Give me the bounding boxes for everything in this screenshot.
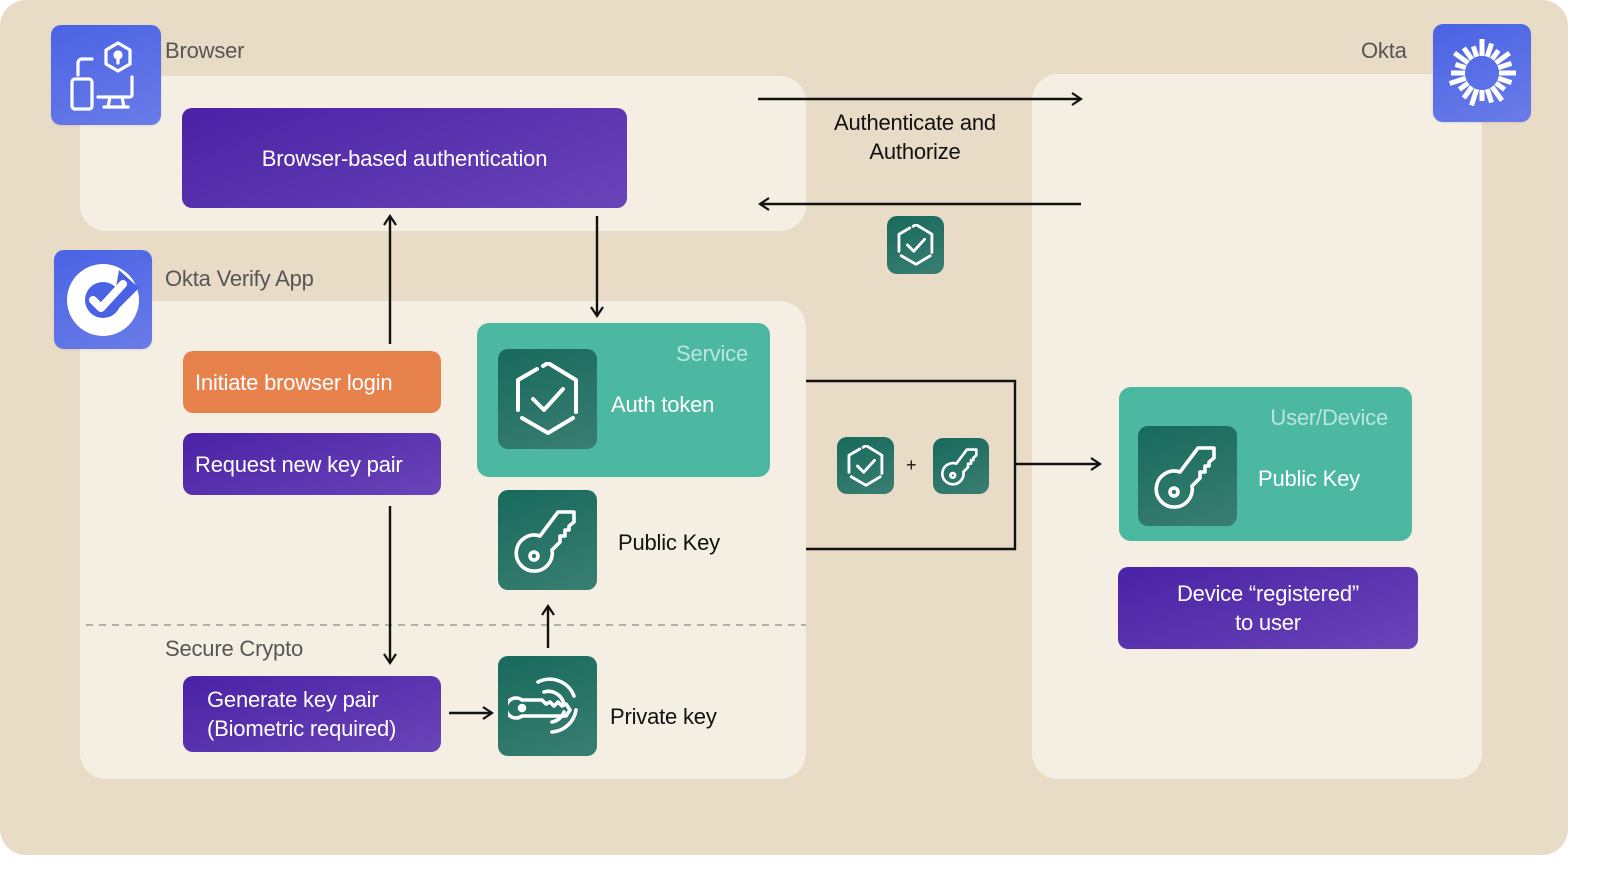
- browser-based-authentication-node: Browser-based authentication: [182, 108, 627, 208]
- key-icon: [498, 490, 597, 590]
- public-key-label: Public Key: [618, 530, 720, 555]
- sunburst-ray: [1489, 48, 1501, 61]
- sunburst-ray: [1497, 61, 1513, 71]
- service-category-label: Service: [676, 341, 748, 366]
- sunburst-ray: [1469, 88, 1480, 107]
- sunburst-ray: [1484, 88, 1494, 104]
- private-key-icon: [498, 656, 597, 756]
- sunburst-ray: [1494, 50, 1511, 66]
- sunburst-ray: [1457, 80, 1470, 92]
- initiate-browser-login-node: Initiate browser login: [183, 351, 441, 413]
- connector-lines: [86, 92, 1102, 720]
- authenticate-line1: Authenticate and: [834, 110, 996, 135]
- sunburst-ray: [1484, 42, 1494, 58]
- user-device-public-key-label: Public Key: [1258, 466, 1360, 491]
- browser-device-lock-icon: [51, 25, 161, 125]
- okta-verify-label: Okta Verify App: [165, 266, 314, 291]
- bracket-connector: [806, 379, 1017, 551]
- okta-sunburst-logo-icon: [1433, 24, 1531, 122]
- authenticate-authorize-label: Authenticate and Authorize: [800, 108, 1030, 166]
- secure-crypto-label: Secure Crypto: [165, 636, 304, 661]
- user-device-category-label: User/Device: [1270, 405, 1388, 430]
- private-key-label: Private key: [610, 704, 717, 729]
- device-registered-line2: to user: [1235, 610, 1301, 635]
- service-auth-token-card: Service Auth token: [477, 323, 770, 477]
- auth-token-small-icon: [887, 216, 944, 274]
- okta-verify-check-icon: [54, 250, 152, 349]
- device-registered-node: Device “registered” to user: [1118, 567, 1418, 649]
- plus-sign: +: [906, 455, 917, 475]
- sunburst-ray: [1494, 80, 1507, 92]
- public-key-bundle-icon: [933, 438, 989, 494]
- sunburst-ray: [1448, 75, 1467, 86]
- sunburst-ray: [1454, 61, 1467, 71]
- generate-key-pair-line1: Generate key pair: [207, 687, 379, 712]
- sunburst-ray: [1453, 50, 1470, 66]
- authenticate-line2: Authorize: [869, 139, 961, 164]
- request-new-key-pair-node: Request new key pair: [183, 433, 441, 495]
- sunburst-ray: [1497, 75, 1513, 85]
- generate-key-pair-line2: (Biometric required): [207, 716, 397, 741]
- okta-label: Okta: [1361, 38, 1407, 63]
- auth-token-label: Auth token: [611, 392, 715, 417]
- key-icon: [1138, 426, 1237, 526]
- shield-check-icon: [498, 349, 597, 449]
- user-device-public-key-card: User/Device Public Key: [1119, 387, 1412, 541]
- sunburst-ray: [1489, 85, 1505, 102]
- sunburst-ray: [1461, 85, 1475, 100]
- diagram-canvas: Browser Okta Okta Verify App Secure Cryp…: [0, 0, 1568, 855]
- device-registered-line1: Device “registered”: [1176, 581, 1360, 606]
- sunburst-ray: [1461, 46, 1475, 61]
- generate-key-pair-node: Generate key pair (Biometric required): [183, 676, 441, 752]
- browser-label: Browser: [165, 38, 245, 63]
- sunburst-ray: [1470, 45, 1480, 58]
- auth-token-bundle-icon: [837, 437, 894, 494]
